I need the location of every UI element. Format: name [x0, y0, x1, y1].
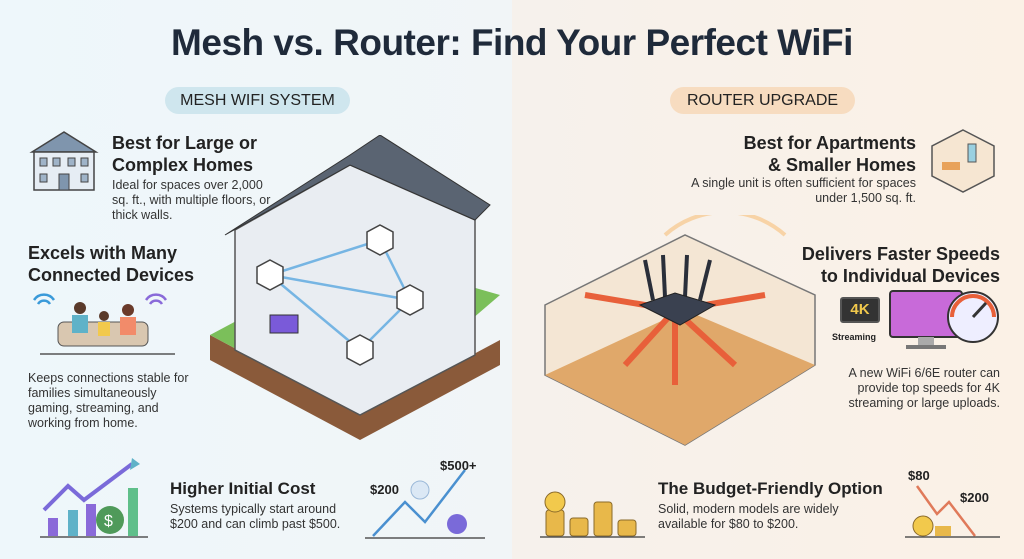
- streaming-caption: Streaming: [832, 332, 877, 342]
- router-f3-text: Solid, modern models are widely availabl…: [658, 502, 839, 531]
- mesh-label: MESH WIFI SYSTEM: [165, 87, 350, 114]
- mesh-price-low: $200: [370, 482, 399, 497]
- mesh-price-high: $500+: [440, 458, 477, 473]
- house-icon: [29, 131, 99, 191]
- 4k-badge: 4K: [840, 297, 880, 323]
- price-range-line: [365, 470, 485, 539]
- router-f2-text: A new WiFi 6/6E router can provide top s…: [848, 366, 1000, 410]
- page-title: Mesh vs. Router: Find Your Perfect WiFi: [171, 22, 853, 63]
- family-devices-illustration: [32, 293, 175, 355]
- router-f1-text: A single unit is often sufficient for sp…: [691, 176, 916, 205]
- mesh-f2-text: Keeps connections stable for families si…: [28, 371, 189, 430]
- price-drop-line: [905, 485, 1000, 538]
- mesh-house-illustration: [210, 135, 500, 440]
- coin-stacks-icon: [540, 491, 645, 538]
- router-label: ROUTER UPGRADE: [670, 87, 855, 114]
- svg-text:$: $: [104, 513, 113, 530]
- router-price-low: $80: [908, 468, 930, 483]
- router-f3-title: The Budget-Friendly Option: [658, 479, 883, 498]
- router-price-high: $200: [960, 490, 989, 505]
- mesh-f1-text: Ideal for spaces over 2,000 sq. ft., wit…: [112, 178, 271, 222]
- speed-monitor-icon: [889, 290, 999, 349]
- apartment-icon: [931, 129, 995, 193]
- router-room-illustration: [544, 215, 816, 446]
- mesh-f3-text: Systems typically start around $200 and …: [170, 502, 341, 531]
- mesh-f3-title: Higher Initial Cost: [170, 479, 316, 498]
- router-f1-title: Best for Apartments& Smaller Homes: [743, 133, 916, 175]
- rising-cost-chart-icon: $: [40, 458, 148, 538]
